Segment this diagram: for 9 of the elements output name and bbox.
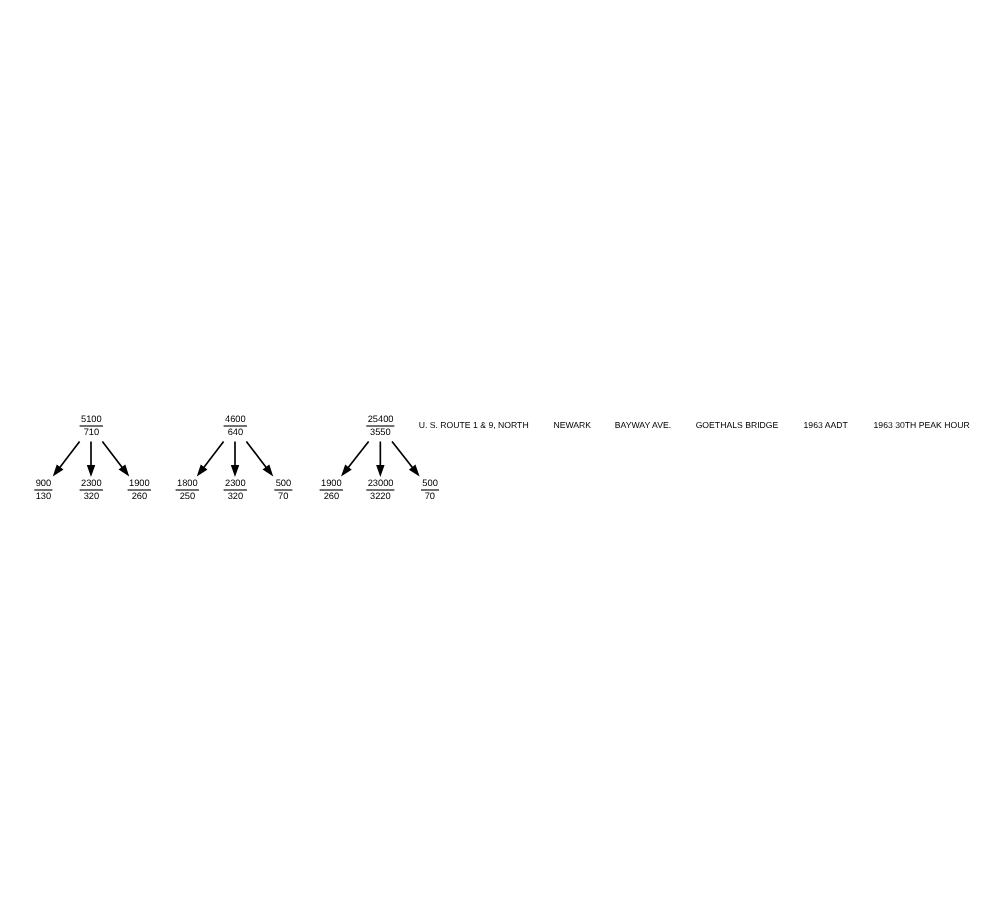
arrow <box>230 439 240 477</box>
arrow <box>391 439 420 476</box>
arrow <box>341 439 370 476</box>
arrow <box>245 439 274 476</box>
arrow <box>52 439 81 476</box>
arrow <box>376 439 385 477</box>
arrow <box>86 439 96 477</box>
arrow <box>196 439 225 476</box>
arrow <box>101 439 130 476</box>
